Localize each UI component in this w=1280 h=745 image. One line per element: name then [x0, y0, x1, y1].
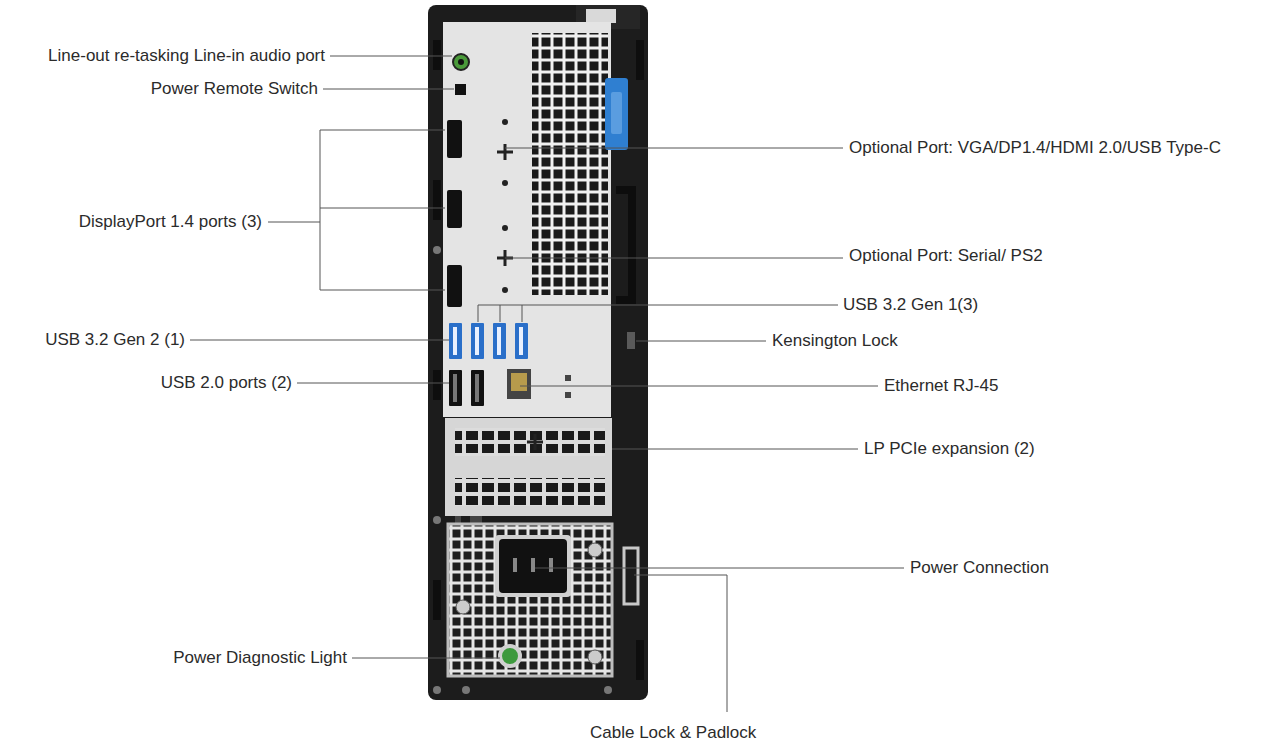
- callout-label: Optional Port: Serial/ PS2: [849, 246, 1043, 266]
- callout-label: DisplayPort 1.4 ports (3): [79, 212, 262, 232]
- callout-label: Ethernet RJ-45: [884, 376, 998, 396]
- leader-lines: [190, 56, 904, 712]
- callout-label: Optional Port: VGA/DP1.4/HDMI 2.0/USB Ty…: [849, 138, 1221, 158]
- callout-label: Power Diagnostic Light: [173, 648, 347, 668]
- callout-label: USB 2.0 ports (2): [161, 373, 292, 393]
- chassis: [428, 5, 648, 700]
- callout-label: Power Remote Switch: [151, 79, 318, 99]
- callout-label: Power Connection: [910, 558, 1049, 578]
- callout-label: USB 3.2 Gen 1(3): [843, 295, 978, 315]
- callout-label: LP PCIe expansion (2): [864, 439, 1035, 459]
- power-supply: [448, 524, 638, 676]
- pcie-slots: [445, 418, 612, 524]
- callout-label: USB 3.2 Gen 2 (1): [45, 330, 185, 350]
- callout-label: Line-out re-tasking Line-in audio port: [48, 46, 325, 66]
- callout-label: Cable Lock & Padlock: [590, 723, 756, 743]
- io-panel: [443, 22, 635, 417]
- callout-label: Kensington Lock: [772, 331, 898, 351]
